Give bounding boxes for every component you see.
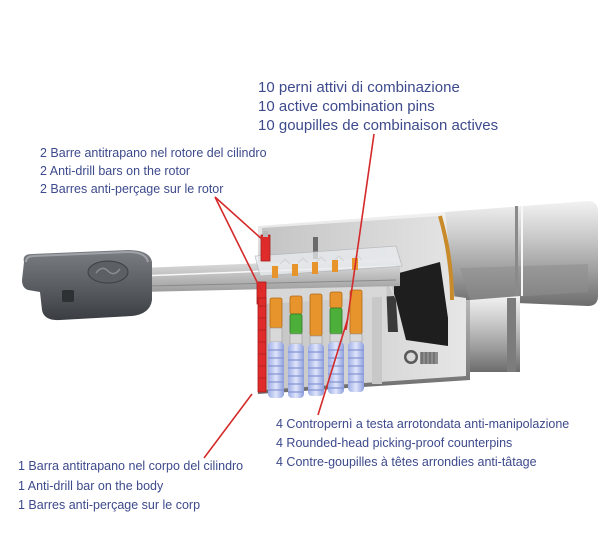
label-counterpins-it: 4 Contropernì a testa arrotondata anti-m… (276, 417, 570, 431)
leader-body-bar (203, 393, 253, 459)
label-rotor-bars-fr: 2 Barres anti-perçage sur le rotor (40, 182, 224, 196)
rotor-anti-drill-bars (256, 231, 271, 305)
label-rotor-bars-en: 2 Anti-drill bars on the rotor (40, 164, 191, 178)
leader-combination-pins (345, 133, 375, 331)
label-body-bar: 1 Barra antitrapano nel corpo del cilind… (18, 460, 243, 519)
label-combination-pins-en: 10 active combination pins (258, 98, 435, 115)
label-body-bar-en: 1 Anti-drill bar on the body (18, 478, 164, 493)
leader-rotor-bar-b (214, 196, 263, 293)
label-counterpins-en: 4 Rounded-head picking-proof counterpins (276, 436, 513, 450)
leader-counterpins (317, 317, 349, 416)
leader-lines (203, 133, 375, 459)
label-counterpins-fr: 4 Contre-goupilles à têtes arrondies ant… (276, 455, 537, 469)
label-counterpins: 4 Contropernì a testa arrotondata anti-m… (276, 418, 569, 475)
pin-stack-2 (288, 295, 304, 398)
label-body-bar-it: 1 Barra antitrapano nel corpo del cilind… (18, 459, 244, 473)
cylinder-right-half (445, 201, 598, 372)
label-rotor-bars: 2 Barre antitrapano nel rotore del cilin… (40, 147, 267, 201)
label-rotor-bars-it: 2 Barre antitrapano nel rotore del cilin… (40, 146, 267, 160)
pin-stack-4 (328, 291, 344, 394)
pin-stacks (268, 258, 364, 398)
pin-stack-5 (348, 289, 364, 392)
leader-rotor-bar-a (214, 196, 265, 242)
pin-stack-1 (268, 297, 284, 398)
label-combination-pins-fr: 10 goupilles de combinaison actives (258, 117, 499, 134)
pin-stack-3 (308, 293, 324, 396)
label-combination-pins: 10 perni attivi di combinazione 10 activ… (258, 80, 498, 137)
label-combination-pins-it: 10 perni attivi di combinazione (258, 79, 460, 96)
label-body-bar-fr: 1 Barres anti-perçage sur le corp (18, 498, 201, 512)
body-anti-drill-bar (257, 297, 267, 393)
